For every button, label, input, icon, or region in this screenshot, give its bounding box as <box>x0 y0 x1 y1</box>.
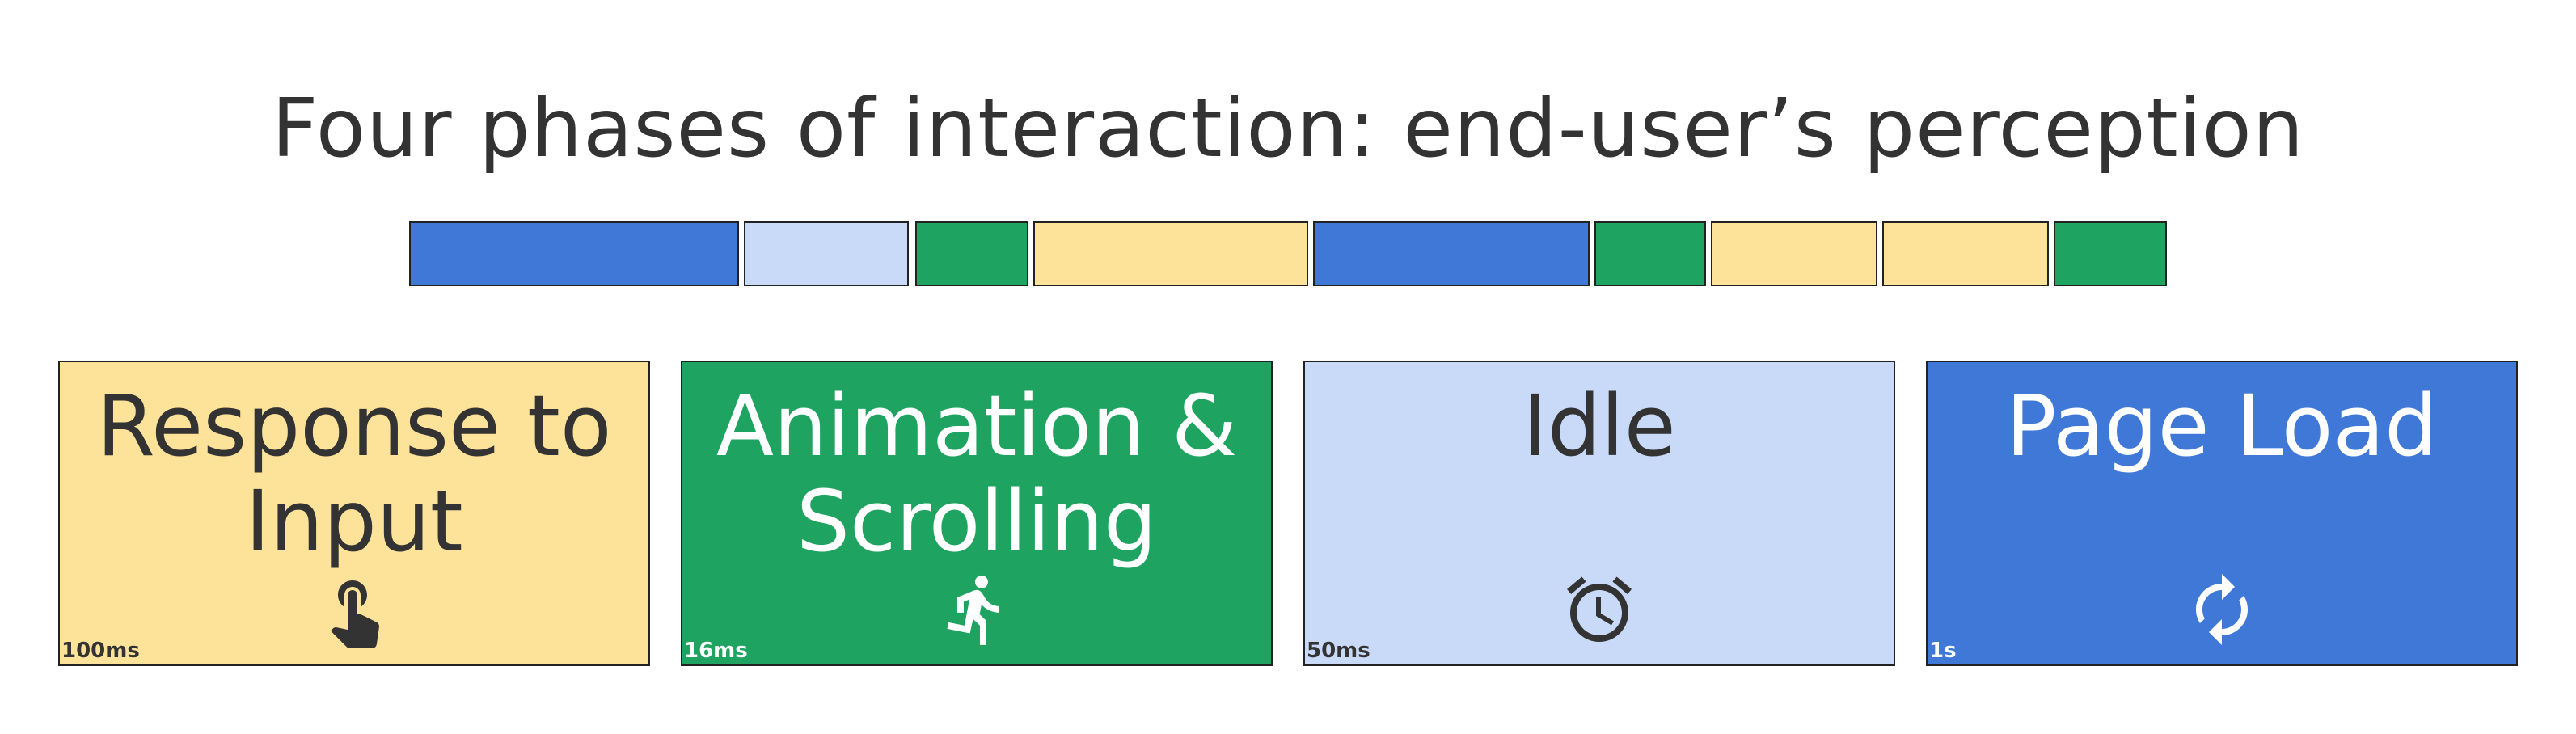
phase-card-page-load: Page Load 1s <box>1926 361 2518 666</box>
phase-card-idle: Idle 50ms <box>1303 361 1895 666</box>
phase-card-animation: Animation & Scrolling 16ms <box>681 361 1273 666</box>
timeline-segment-animation <box>1594 221 1706 286</box>
phase-card-response: Response to Input 100ms <box>58 361 650 666</box>
timeline-segment-animation <box>2054 221 2167 286</box>
phase-card-title: Idle <box>1522 377 1676 475</box>
touch-hand-icon <box>315 571 393 648</box>
running-person-icon <box>938 571 1016 648</box>
timeline-segment-response <box>1711 221 1877 286</box>
phase-card-title: Page Load <box>2005 377 2439 475</box>
timeline-segment-page-load <box>409 221 739 286</box>
timeline-segment-response <box>1033 221 1308 286</box>
phase-card-budget: 16ms <box>684 639 748 663</box>
phase-card-budget: 50ms <box>1307 639 1370 663</box>
phase-card-budget: 100ms <box>61 639 140 663</box>
phase-timeline <box>0 221 2576 286</box>
phase-card-title: Animation & Scrolling <box>716 377 1238 571</box>
timeline-segment-response <box>1882 221 2049 286</box>
phase-card-budget: 1s <box>1929 639 1957 663</box>
timeline-segment-idle <box>744 221 909 286</box>
timeline-segment-page-load <box>1313 221 1590 286</box>
refresh-icon <box>2183 571 2261 648</box>
alarm-clock-icon <box>1560 571 1638 648</box>
timeline-segment-animation <box>915 221 1028 286</box>
slide-title: Four phases of interaction: end-user’s p… <box>271 81 2305 175</box>
phase-card-title: Response to Input <box>96 377 612 571</box>
